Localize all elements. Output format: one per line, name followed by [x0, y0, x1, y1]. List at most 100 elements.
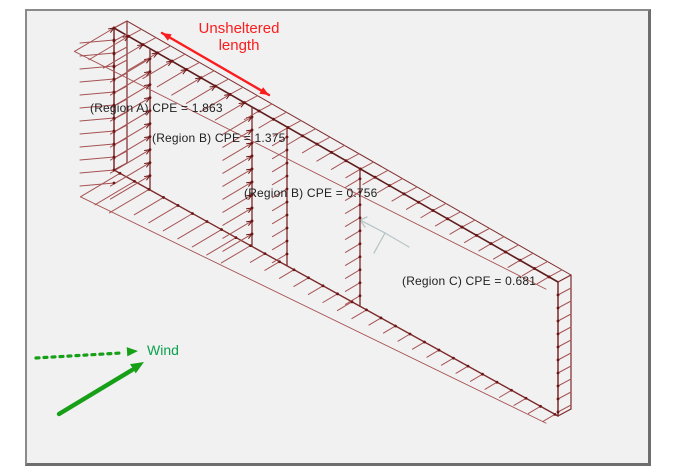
node-dot — [358, 242, 362, 246]
wire-line — [246, 129, 253, 132]
wire-line — [144, 175, 151, 177]
load-arrow — [426, 349, 440, 358]
load-arrow — [271, 227, 288, 238]
node-dot — [475, 233, 478, 237]
wire-line — [197, 77, 202, 83]
load-arrow — [156, 68, 187, 88]
node-dot — [358, 229, 362, 233]
wire-line — [557, 287, 572, 296]
axis-triad-icon — [359, 219, 386, 234]
load-arrow — [222, 129, 253, 148]
load-arrow — [79, 172, 121, 198]
node-dot — [112, 181, 116, 185]
node-dot — [556, 345, 560, 349]
node-dot — [402, 192, 406, 196]
node-dot — [373, 175, 377, 179]
node-dot — [112, 142, 116, 146]
node-dot — [556, 384, 560, 388]
load-arrow — [191, 229, 222, 248]
load-arrow — [222, 220, 253, 239]
load-arrow — [271, 240, 288, 251]
wire-line — [186, 61, 200, 70]
wire-line — [137, 44, 144, 46]
load-arrow — [79, 169, 115, 174]
wire-line — [157, 45, 171, 54]
wind-dotted-arrowhead — [126, 347, 138, 357]
wire-line — [144, 71, 151, 73]
load-arrow — [109, 162, 151, 187]
wire-line — [557, 274, 572, 283]
load-arrow — [330, 160, 347, 170]
wire-line — [108, 27, 115, 30]
load-arrow — [79, 78, 115, 83]
load-arrow — [344, 230, 361, 240]
load-arrow — [109, 58, 151, 83]
load-arrow — [344, 269, 361, 279]
wire-line — [557, 378, 572, 387]
wire-line — [126, 20, 572, 276]
wire-line — [144, 110, 151, 112]
node-dot — [417, 200, 420, 204]
load-arrow — [162, 212, 193, 232]
load-arrow — [362, 176, 376, 185]
node-dot — [315, 142, 319, 146]
node-dot — [489, 242, 493, 246]
load-arrow — [222, 116, 253, 135]
load-arrow — [79, 130, 115, 135]
load-arrow — [376, 185, 390, 194]
wind-label: Wind — [147, 342, 179, 358]
wireframe-scene — [34, 20, 572, 424]
wire-line — [244, 95, 258, 104]
wire-line — [557, 300, 572, 309]
wire-line — [248, 207, 253, 213]
wire-line — [374, 169, 389, 178]
wire-line — [146, 149, 151, 155]
wire-line — [557, 352, 572, 361]
node-dot — [408, 332, 412, 336]
load-arrow — [271, 201, 288, 212]
node-dot — [510, 388, 513, 392]
load-arrow — [79, 104, 115, 109]
load-arrow — [344, 191, 361, 201]
node-dot — [301, 134, 304, 138]
wire-line — [209, 85, 216, 88]
wire-line — [519, 252, 534, 261]
load-arrow — [271, 253, 288, 264]
wire-line — [171, 53, 186, 62]
wire-line — [144, 84, 151, 86]
region-label-0: (Region A) CPE = 1.863 — [90, 101, 223, 115]
node-dot — [112, 168, 116, 172]
load-arrow — [109, 136, 151, 161]
load-arrow — [148, 204, 179, 224]
load-arrow — [79, 117, 115, 122]
wire-line — [73, 51, 547, 290]
node-dot — [220, 228, 223, 231]
wire-line — [331, 144, 345, 153]
wire-line — [557, 326, 572, 335]
wire-line — [461, 219, 476, 228]
load-arrow — [222, 233, 253, 252]
wire-line — [146, 123, 151, 129]
load-arrow — [344, 217, 361, 227]
axis-triad-icon — [373, 232, 386, 254]
wire-line — [146, 162, 151, 168]
node-dot — [162, 196, 165, 199]
load-arrow — [484, 381, 498, 390]
wire-line — [110, 27, 115, 33]
wire-line — [200, 70, 215, 79]
node-dot — [556, 293, 560, 297]
wire-line — [124, 35, 129, 42]
node-dot — [118, 171, 122, 175]
load-arrow — [271, 149, 288, 160]
load-arrow — [102, 44, 144, 69]
unsheltered-line2: length — [218, 37, 260, 54]
node-dot — [358, 177, 362, 181]
wire-line — [215, 78, 229, 87]
wire-line — [246, 233, 253, 236]
wire-line — [360, 161, 374, 170]
wire-line — [248, 155, 253, 161]
load-arrow — [469, 373, 483, 382]
load-arrow — [258, 118, 274, 129]
node-dot — [249, 244, 252, 248]
